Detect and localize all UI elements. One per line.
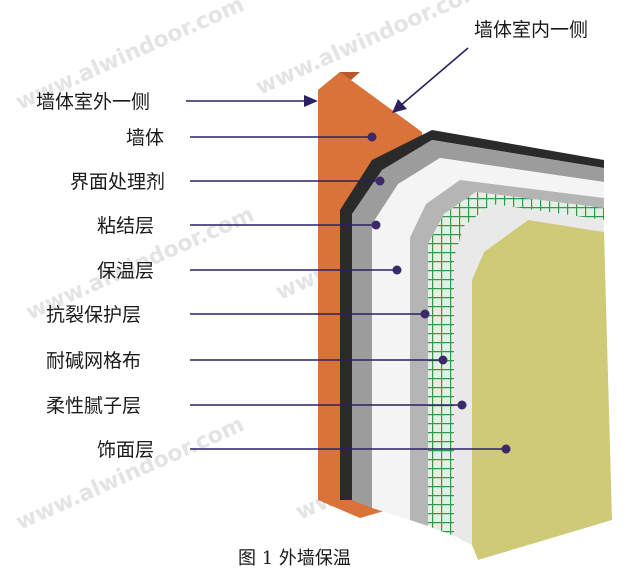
leader-dot-finish <box>501 444 511 454</box>
label-wall: 墙体 <box>126 127 164 149</box>
leader-dot-insulation <box>392 265 402 275</box>
insulation-layer <box>372 158 604 520</box>
anti-crack-layer <box>410 180 604 526</box>
leader-dot-putty <box>457 400 467 410</box>
label-alkali-resistant-mesh: 耐碱网格布 <box>46 350 141 372</box>
finish-layer <box>472 220 612 560</box>
exterior-arrow-head <box>304 95 318 107</box>
mesh-layer <box>428 192 604 536</box>
labels: 墙体室内一侧 墙体室外一侧 墙体 界面处理剂 粘结层 保温层 抗裂保护层 耐碱网… <box>36 19 588 461</box>
interior-arrow-line <box>399 47 469 107</box>
label-finish-layer: 饰面层 <box>97 439 154 461</box>
adhesive-layer <box>352 140 604 508</box>
leader-dot-anti-crack <box>420 309 430 319</box>
leader-lines <box>190 132 511 454</box>
label-wall-exterior-side: 墙体室外一侧 <box>36 91 150 113</box>
watermark-text: www.alwindoor.com <box>12 412 248 535</box>
figure-caption: 图 1 外墙保温 <box>238 548 351 569</box>
leader-dot-wall <box>367 132 377 142</box>
wall-layers <box>318 72 612 560</box>
leader-dot-adhesive <box>371 220 381 230</box>
label-insulation-layer: 保温层 <box>97 260 154 282</box>
leader-dot-interface <box>375 176 385 186</box>
leader-dot-mesh <box>438 355 448 365</box>
label-flexible-putty-layer: 柔性腻子层 <box>46 395 141 417</box>
label-adhesive-layer: 粘结层 <box>97 215 154 237</box>
interior-arrow-head <box>392 99 407 113</box>
label-interface-agent: 界面处理剂 <box>70 171 165 193</box>
label-wall-interior-side: 墙体室内一侧 <box>474 19 588 41</box>
putty-layer <box>454 204 604 545</box>
side-arrows <box>186 47 469 113</box>
label-anti-crack-layer: 抗裂保护层 <box>46 304 141 326</box>
watermark-text: www.alwindoor.com <box>252 0 488 100</box>
